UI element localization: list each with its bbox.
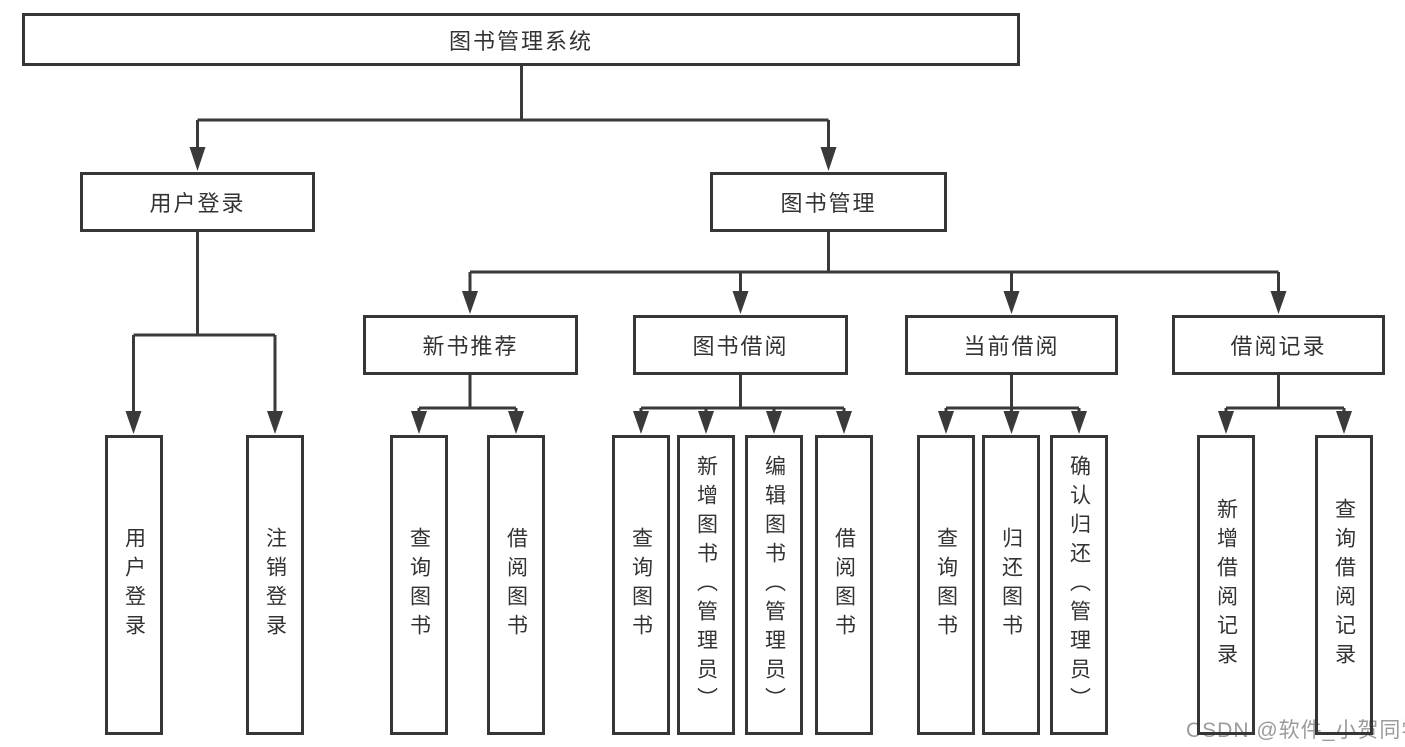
node-label: 新增借阅记录	[1214, 498, 1238, 672]
node-label: 借阅图书	[832, 527, 856, 643]
node-current-borrowing: 当前借阅	[905, 315, 1118, 375]
connector-book-management-to-level3	[468, 230, 1280, 294]
node-label: 图书借阅	[692, 334, 789, 359]
connector-borrow-records-to-leaves	[1224, 373, 1346, 414]
node-new-book-recommend: 新书推荐	[363, 315, 578, 375]
node-label: 图书管理	[780, 191, 877, 216]
arrowhead-down	[1003, 291, 1020, 314]
connector-current-borrowing-to-leaves	[944, 373, 1081, 414]
csdn-watermark: CSDN @软件_小贺同学	[1186, 719, 1405, 742]
node-label: 查询借阅记录	[1332, 498, 1356, 672]
arrowhead-down	[1336, 411, 1352, 434]
arrowhead-down	[732, 291, 749, 314]
node-borrow-records: 借阅记录	[1172, 315, 1385, 375]
leaf-query-books: 查询图书	[390, 435, 448, 735]
node-label: 查询图书	[407, 527, 431, 643]
node-label: 借阅记录	[1230, 334, 1327, 359]
node-label: 图书管理系统	[448, 28, 593, 54]
leaf-logout: 注销登录	[246, 435, 304, 735]
arrowhead-down	[698, 411, 714, 434]
arrowhead-down	[125, 411, 142, 434]
node-label: 确认归还（管理员）	[1067, 454, 1091, 716]
leaf-query-borrow-record: 查询借阅记录	[1315, 435, 1373, 735]
node-user-login: 用户登录	[80, 172, 315, 232]
arrowhead-down	[836, 411, 852, 434]
arrowhead-down	[820, 147, 837, 171]
arrowhead-down	[633, 411, 649, 434]
leaf-query-books: 查询图书	[917, 435, 975, 735]
node-label: 用户登录	[122, 527, 146, 643]
arrowhead-down	[462, 291, 478, 314]
leaf-add-borrow-record: 新增借阅记录	[1197, 435, 1255, 735]
node-label: 注销登录	[263, 527, 287, 643]
node-label: 当前借阅	[963, 334, 1060, 359]
leaf-confirm-return-admin: 确认归还（管理员）	[1050, 435, 1108, 735]
leaf-edit-books-admin: 编辑图书（管理员）	[745, 435, 803, 735]
arrowhead-down	[1218, 411, 1234, 434]
node-root-library-system: 图书管理系统	[22, 13, 1020, 66]
node-label: 归还图书	[999, 527, 1023, 643]
arrowhead-down	[267, 411, 283, 434]
arrowhead-down	[189, 147, 206, 171]
connector-user-login-to-leaves	[132, 230, 277, 414]
node-label: 新增图书（管理员）	[694, 454, 718, 716]
leaf-add-books-admin: 新增图书（管理员）	[677, 435, 735, 735]
node-book-management: 图书管理	[710, 172, 947, 232]
connector-book-borrowing-to-leaves	[639, 373, 846, 414]
leaf-borrow-books: 借阅图书	[815, 435, 873, 735]
arrowhead-down	[411, 411, 427, 434]
node-label: 新书推荐	[422, 334, 519, 359]
leaf-return-books: 归还图书	[982, 435, 1040, 735]
leaf-query-books: 查询图书	[612, 435, 670, 735]
arrowhead-down	[766, 411, 782, 434]
arrowhead-down	[938, 411, 954, 434]
node-book-borrowing: 图书借阅	[633, 315, 848, 375]
leaf-borrow-books: 借阅图书	[487, 435, 545, 735]
arrowhead-down	[1003, 411, 1020, 434]
node-label: 编辑图书（管理员）	[762, 454, 786, 716]
connector-new-book-recommend-to-leaves	[417, 373, 518, 414]
node-label: 查询图书	[934, 527, 958, 643]
node-label: 用户登录	[149, 191, 246, 216]
connector-root-to-level2	[196, 64, 830, 150]
leaf-user-login: 用户登录	[105, 435, 163, 735]
node-label: 借阅图书	[504, 527, 528, 643]
arrowhead-down	[1270, 291, 1287, 314]
arrowhead-down	[508, 411, 524, 434]
arrowheads	[125, 147, 1352, 434]
arrowhead-down	[1071, 411, 1087, 434]
node-label: 查询图书	[629, 527, 653, 643]
